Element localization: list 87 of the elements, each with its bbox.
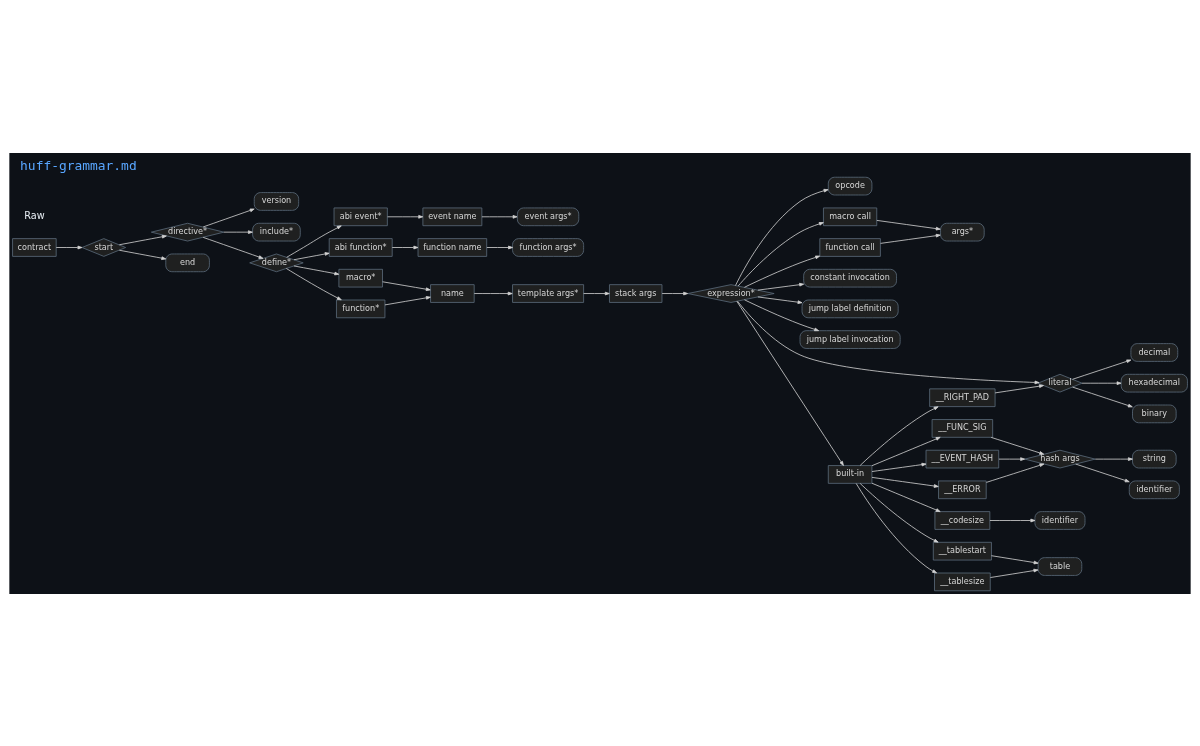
arrow <box>223 229 253 234</box>
node-box: args* <box>940 222 985 241</box>
arrow <box>871 476 939 488</box>
arrow <box>989 518 1036 522</box>
arrow <box>391 245 419 249</box>
node-box: template args* <box>512 283 585 303</box>
arrow <box>990 436 1045 455</box>
node-box: stack args <box>609 283 663 303</box>
arrow <box>757 282 805 291</box>
node-box: function* <box>336 299 386 318</box>
arrow <box>855 482 938 573</box>
arrow <box>286 224 342 258</box>
node-box: jump label definition <box>801 299 899 318</box>
node-box: function name <box>417 237 488 257</box>
node-box: __FUNC_SIG <box>931 418 994 438</box>
node-box: built-in <box>827 464 873 484</box>
node-box: event name <box>422 207 483 226</box>
node-box: decimal <box>1130 342 1179 362</box>
node-box: include* <box>252 222 301 241</box>
node-box: macro* <box>338 268 383 287</box>
node-box: __codesize <box>934 510 991 530</box>
arrow <box>744 298 819 331</box>
node-box: name <box>430 283 475 303</box>
arrow <box>991 554 1039 564</box>
arrow <box>384 295 431 305</box>
node-box: end <box>165 253 210 272</box>
node-box: __RIGHT_PAD <box>929 387 996 407</box>
arrow <box>55 245 83 249</box>
arrow <box>481 214 518 219</box>
arrow <box>1075 463 1130 482</box>
arrow <box>293 265 340 275</box>
node-box: abi event* <box>333 207 388 226</box>
arrow <box>871 482 941 512</box>
arrow <box>859 405 939 466</box>
node-box: abi function* <box>328 237 393 257</box>
diagram-title: huff-grammar.md <box>20 157 137 173</box>
node-box: opcode <box>827 176 873 195</box>
arrow <box>118 249 167 260</box>
arrow <box>990 568 1039 578</box>
arrow <box>998 456 1026 461</box>
arrow <box>293 251 330 260</box>
arrow <box>736 300 844 466</box>
arrow <box>583 291 610 295</box>
arrow <box>1081 380 1122 385</box>
node-box: __tablestart <box>932 541 992 560</box>
arrow <box>202 208 255 227</box>
arrow <box>744 255 821 288</box>
node-box: identifier <box>1128 480 1180 499</box>
node-box: event args* <box>517 207 580 226</box>
label: Raw <box>24 209 45 221</box>
arrow <box>285 267 342 300</box>
node-box: hexadecimal <box>1120 373 1188 392</box>
arrow <box>118 234 167 245</box>
arrow <box>1072 386 1133 407</box>
node-box: constant invocation <box>803 268 897 287</box>
arrow <box>859 482 939 543</box>
arrow <box>986 462 1045 483</box>
node-box: macro call <box>823 207 878 226</box>
arrow <box>382 280 431 291</box>
node-diamond: start <box>81 237 127 257</box>
node-box: contract <box>12 237 57 257</box>
node-diamond: expression* <box>687 283 775 303</box>
arrow <box>473 291 513 295</box>
arrow <box>994 383 1044 393</box>
node-box: table <box>1037 556 1083 576</box>
node-box: function args* <box>512 237 585 257</box>
node-box: binary <box>1132 404 1177 423</box>
node-box: identifier <box>1034 510 1086 530</box>
arrow <box>871 436 941 466</box>
node-box: version <box>253 191 300 211</box>
arrow <box>1094 456 1133 461</box>
node-box: __ERROR <box>938 480 987 499</box>
node-box: __EVENT_HASH <box>925 449 1000 468</box>
node-box: function call <box>819 237 881 257</box>
arrow <box>387 214 424 219</box>
node-box: string <box>1132 449 1177 468</box>
arrow <box>735 188 829 286</box>
node-box: __tablesize <box>934 572 991 591</box>
arrow <box>661 291 689 295</box>
arrow <box>757 296 803 304</box>
arrow <box>1072 359 1132 380</box>
arrow <box>486 245 513 249</box>
arrow <box>202 236 264 259</box>
arrow <box>871 462 927 472</box>
arrow <box>876 219 941 230</box>
arrow <box>880 233 941 244</box>
arrow <box>737 221 824 286</box>
